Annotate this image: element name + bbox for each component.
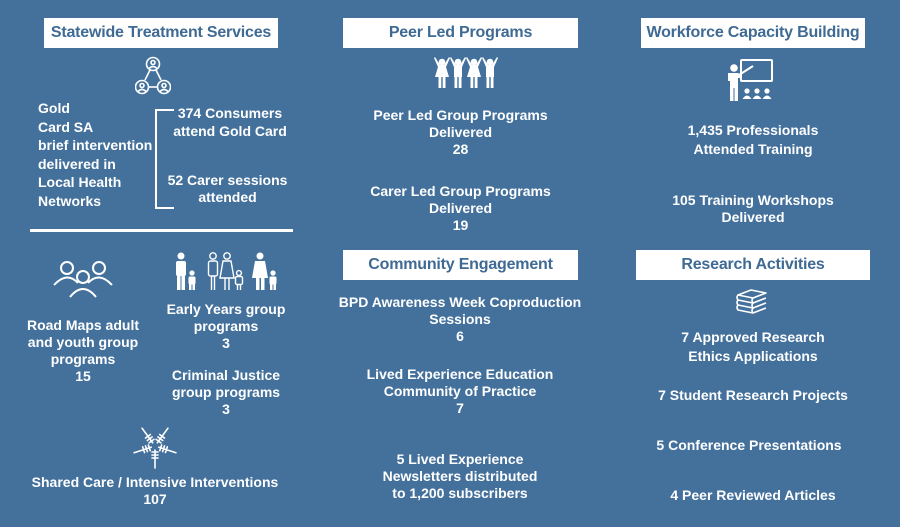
newsletters-stat: 5 Lived Experience Newsletters distribut… [382,451,538,501]
peer-reviewed-articles-stat: 4 Peer Reviewed Articles [670,487,836,503]
books-stack-icon [736,289,767,314]
group-people-icon [53,261,113,298]
ethics-applications-stat: 7 Approved Research Ethics Applications [681,329,825,364]
gold-card-description: Gold Card SA brief intervention delivere… [38,100,153,209]
hands-together-icon [133,427,177,469]
training-workshops-stat: 105 Training Workshops Delivered [672,192,834,225]
conference-presentations-stat: 5 Conference Presentations [656,437,842,453]
lived-experience-education-stat: Lived Experience Education Community of … [366,366,554,416]
bpd-awareness-stat: BPD Awareness Week Coproduction Sessions… [338,294,582,344]
early-years-stat: Early Years group programs 3 [166,301,286,351]
peer-led-programs-header: Peer Led Programs [343,18,578,48]
section-divider [30,229,293,232]
peer-led-group-programs-stat: Peer Led Group Programs Delivered 28 [373,107,548,157]
families-icon [176,252,277,290]
carer-led-group-programs-stat: Carer Led Group Programs Delivered 19 [370,183,551,233]
children-holding-hands-icon [434,57,498,88]
carer-sessions-stat: 52 Carer sessions attended [167,172,288,205]
road-maps-stat: Road Maps adult and youth group programs… [26,317,139,384]
consumers-stat: 374 Consumers attend Gold Card [173,105,287,139]
research-activities-header: Research Activities [636,250,870,280]
teacher-presentation-icon [728,59,773,101]
criminal-justice-stat: Criminal Justice group programs 3 [171,367,281,417]
bracket-divider [155,109,174,209]
community-engagement-header: Community Engagement [343,250,578,280]
shared-care-stat: Shared Care / Intensive Interventions 10… [31,474,279,507]
professionals-trained-stat: 1,435 Professionals Attended Training [687,122,819,157]
workforce-capacity-building-header: Workforce Capacity Building [641,18,865,48]
statewide-treatment-services-header: Statewide Treatment Services [44,18,278,48]
network-people-icon [135,56,171,95]
student-research-projects-stat: 7 Student Research Projects [658,387,848,403]
